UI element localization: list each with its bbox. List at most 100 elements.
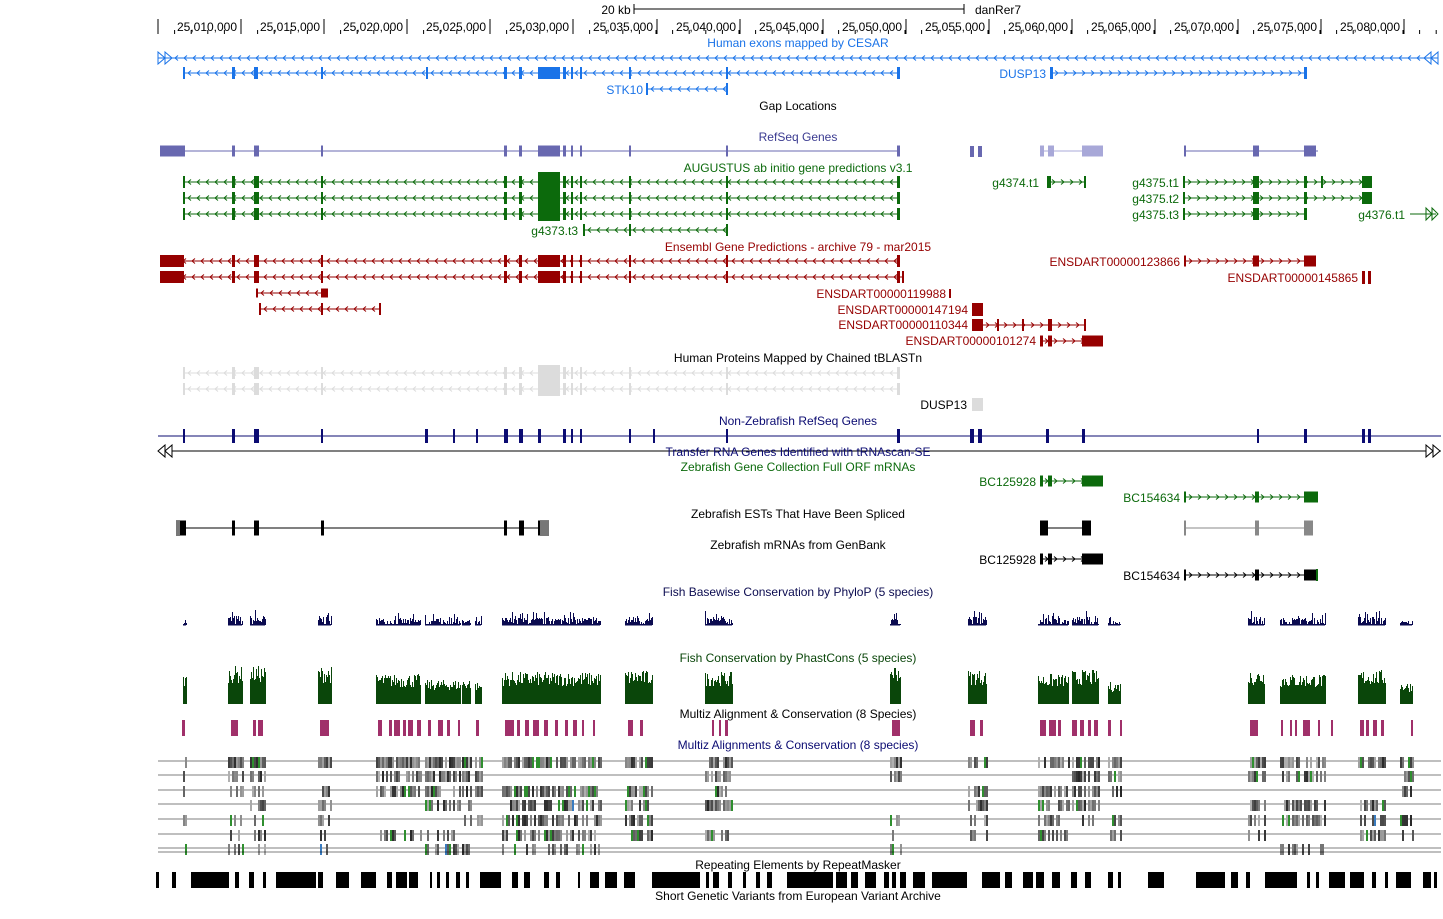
strand-arrow (299, 274, 304, 280)
strand-arrow (367, 211, 372, 217)
track-title-refseq[interactable]: RefSeq Genes (759, 130, 838, 144)
strand-arrow (340, 70, 345, 76)
exon (1362, 176, 1372, 188)
strand-arrow (1012, 322, 1017, 328)
strand-arrow (592, 70, 597, 76)
alignment-block (502, 757, 504, 768)
tblastn-label-dusp13[interactable]: DUSP13 (920, 398, 967, 412)
alignment-block (645, 800, 647, 811)
track-title-repeatmasker[interactable]: Repeating Elements by RepeatMasker (695, 858, 900, 872)
alignment-block (1078, 800, 1080, 811)
track-title-phastcons[interactable]: Fish Conservation by PhastCons (5 specie… (680, 651, 917, 665)
alignment-block (562, 800, 564, 811)
track-title-ensembl[interactable]: Ensembl Gene Predictions - archive 79 - … (665, 240, 931, 254)
track-title-trna[interactable]: Transfer RNA Genes Identified with tRNAs… (666, 445, 931, 459)
strand-arrow (313, 370, 318, 376)
strand-arrow (641, 258, 646, 264)
exon (1368, 429, 1371, 443)
ensembl-label-147194[interactable]: ENSDART00000147194 (837, 303, 968, 317)
strand-arrow (497, 258, 502, 264)
track-title-multiz-cons[interactable]: Multiz Alignment & Conservation (8 Speci… (680, 707, 917, 721)
alignment-block (318, 815, 320, 826)
exon (1304, 208, 1307, 220)
strand-arrow (574, 179, 579, 185)
augustus-label-g4374t1[interactable]: g4374.t1 (992, 176, 1039, 190)
tick-label: 25,070,000 (1174, 20, 1234, 34)
strand-arrow (1092, 55, 1097, 61)
strand-arrow (610, 179, 615, 185)
strand-arrow (241, 70, 246, 76)
augustus-label-g4375t3[interactable]: g4375.t3 (1132, 208, 1179, 222)
strand-arrow (700, 211, 705, 217)
track-title-multiz[interactable]: Multiz Alignments & Conservation (8 spec… (678, 738, 919, 752)
conserved-element (593, 720, 595, 736)
alignment-block (1068, 800, 1070, 811)
ensembl-label-123866[interactable]: ENSDART00000123866 (1049, 255, 1180, 269)
strand-arrow (678, 55, 683, 61)
augustus-label-g4375t2[interactable]: g4375.t2 (1132, 192, 1179, 206)
strand-arrow (587, 274, 592, 280)
strand-arrow (781, 370, 786, 376)
track-title-mrna[interactable]: Zebrafish mRNAs from GenBank (710, 538, 886, 552)
exon (580, 367, 582, 379)
strand-arrow (1254, 55, 1259, 61)
alignment-block (1374, 757, 1376, 768)
track-title-phylop[interactable]: Fish Basewise Conservation by PhyloP (5 … (663, 585, 934, 599)
strand-arrow (255, 55, 260, 61)
alignment-block (1062, 800, 1064, 811)
ensembl-label-101274[interactable]: ENSDART00000101274 (905, 334, 1036, 348)
augustus-label-g4376t1[interactable]: g4376.t1 (1358, 208, 1405, 222)
alignment-block (1080, 757, 1082, 768)
cesar-label-dusp13[interactable]: DUSP13 (999, 67, 1046, 81)
track-title-est[interactable]: Zebrafish ESTs That Have Been Spliced (691, 507, 905, 521)
alignment-block (1042, 786, 1044, 797)
augustus-label-g4373t3[interactable]: g4373.t3 (531, 224, 578, 238)
mrna-label-bc125928[interactable]: BC125928 (979, 553, 1036, 567)
alignment-block (1074, 786, 1076, 797)
alignment-block (453, 800, 455, 811)
exon (897, 192, 900, 204)
exon (504, 176, 507, 188)
strand-arrow (1349, 195, 1354, 201)
ensembl-label-110344[interactable]: ENSDART00000110344 (838, 318, 968, 332)
strand-arrow (488, 274, 493, 280)
zgc-label-bc154634[interactable]: BC154634 (1123, 491, 1180, 505)
strand-arrow (443, 258, 448, 264)
ensembl-label-145865[interactable]: ENSDART00000145865 (1227, 271, 1358, 285)
track-title-eva[interactable]: Short Genetic Variants from European Var… (655, 889, 941, 903)
mrna-label-bc154634[interactable]: BC154634 (1123, 569, 1180, 583)
conserved-element (1366, 720, 1369, 736)
alignment-block (637, 830, 639, 841)
track-title-gap[interactable]: Gap Locations (759, 99, 836, 113)
cesar-label-stk10[interactable]: STK10 (606, 83, 643, 97)
alignment-block (709, 800, 711, 811)
strand-arrow (484, 211, 489, 217)
strand-arrow (722, 258, 727, 264)
strand-arrow (187, 370, 192, 376)
strand-arrow (259, 211, 264, 217)
strand-arrow (430, 386, 435, 392)
conserved-element (1094, 720, 1098, 736)
strand-arrow (237, 55, 242, 61)
track-title-tblastn[interactable]: Human Proteins Mapped by Chained tBLASTn (674, 351, 922, 365)
track-title-zgc[interactable]: Zebrafish Gene Collection Full ORF mRNAs (681, 460, 916, 474)
alignment-block (1264, 757, 1266, 768)
alignment-block (725, 757, 727, 768)
augustus-label-g4375t1[interactable]: g4375.t1 (1132, 176, 1179, 190)
strand-arrow (223, 179, 228, 185)
strand-arrow (403, 211, 408, 217)
track-title-augustus[interactable]: AUGUSTUS ab initio gene predictions v3.1 (684, 161, 913, 175)
alignment-block (522, 800, 524, 811)
strand-arrow (286, 386, 291, 392)
strand-arrow (227, 258, 232, 264)
alignment-block (502, 815, 504, 826)
exon (232, 271, 235, 283)
track-title-nonzf-refseq[interactable]: Non-Zebrafish RefSeq Genes (719, 414, 877, 428)
track-title-cesar[interactable]: Human exons mapped by CESAR (707, 36, 889, 50)
ensembl-label-119988[interactable]: ENSDART00000119988 (816, 287, 946, 301)
zgc-label-bc125928[interactable]: BC125928 (979, 475, 1036, 489)
strand-arrow (686, 274, 691, 280)
strand-arrow (349, 70, 354, 76)
